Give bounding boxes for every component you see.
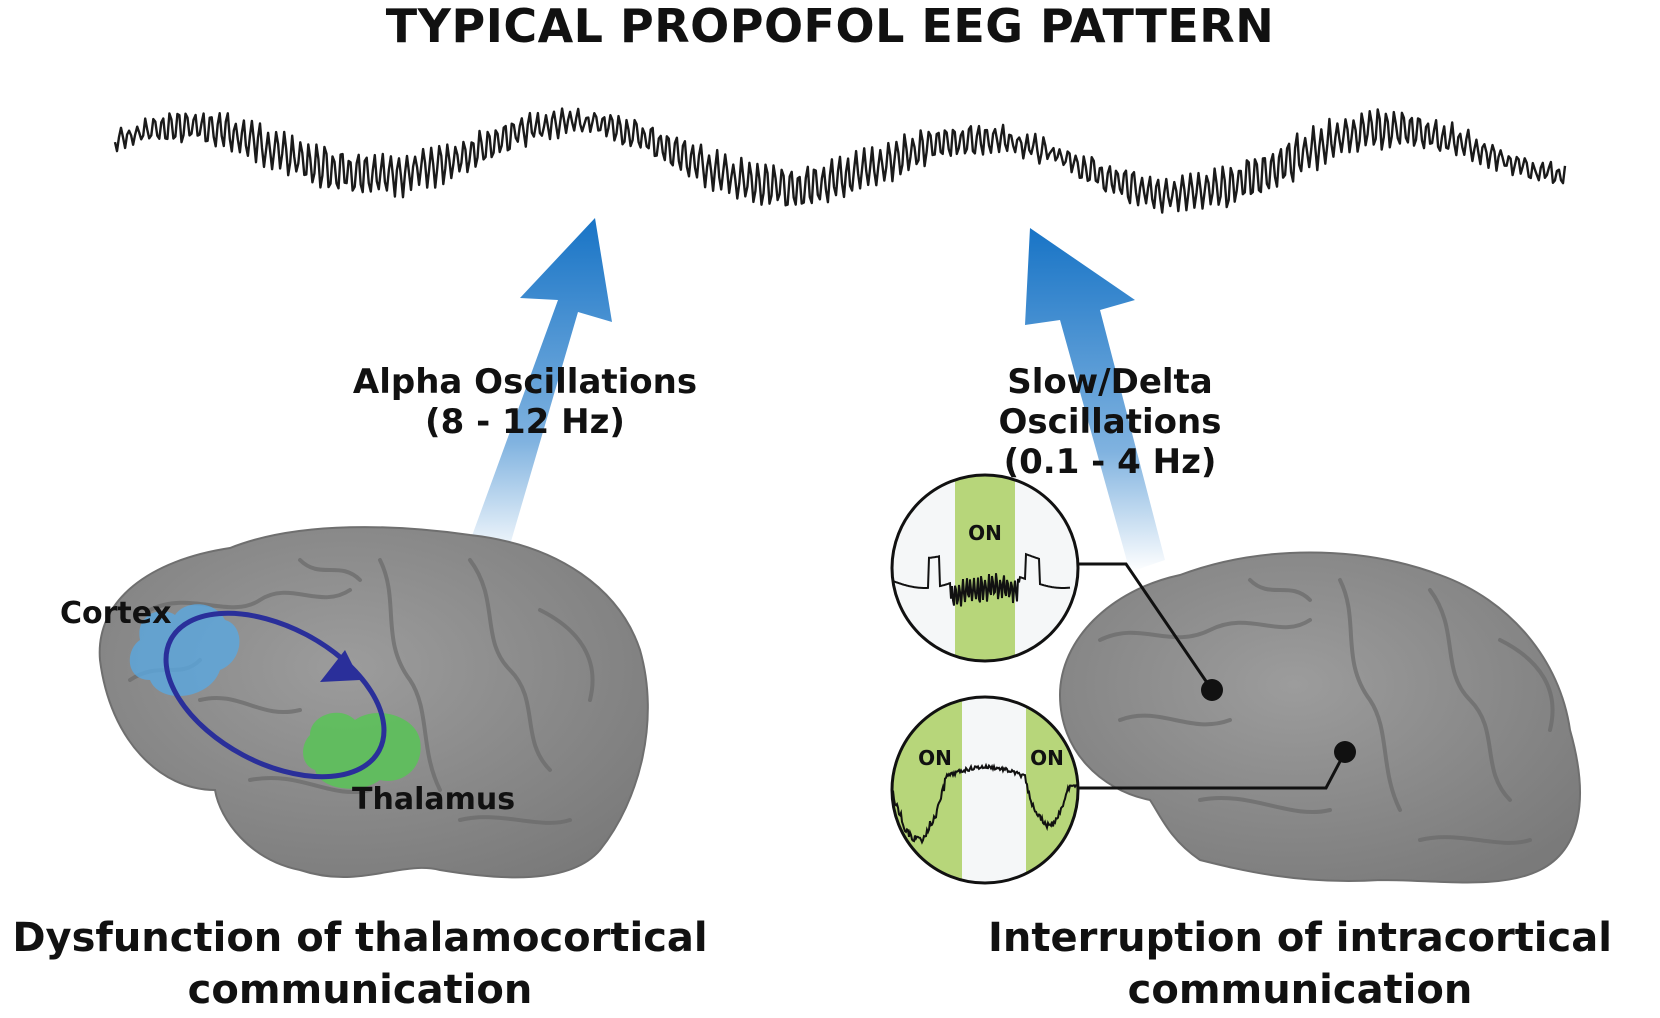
recording-site-top	[1201, 679, 1223, 701]
left-caption: Dysfunction of thalamocortical communica…	[0, 912, 720, 1016]
slow-delta-arrow	[1025, 228, 1165, 572]
right-caption: Interruption of intracortical communicat…	[960, 912, 1640, 1016]
alpha-label-line1: Alpha Oscillations	[352, 362, 698, 402]
recording-site-bottom	[1334, 741, 1356, 763]
right-brain	[1058, 551, 1581, 884]
thalamus-region	[303, 712, 421, 789]
alpha-label-line2: (8 - 12 Hz)	[425, 402, 625, 442]
eeg-trace	[113, 107, 1567, 214]
left-brain	[98, 526, 649, 879]
slow-delta-label-line2: (0.1 - 4 Hz)	[1003, 442, 1217, 482]
slow-delta-label-line1: Slow/Delta Oscillations	[998, 362, 1222, 442]
on-label-top: ON	[968, 521, 1002, 545]
figure-title: TYPICAL PROPOFOL EEG PATTERN	[385, 0, 1275, 53]
slow-delta-label: Slow/Delta Oscillations (0.1 - 4 Hz)	[890, 362, 1330, 482]
left-caption-line2: communication	[187, 967, 533, 1013]
cortex-label: Cortex	[60, 596, 172, 631]
inset-on-period-double: ON ON	[890, 695, 1080, 885]
inset-on-period-single: ON	[890, 473, 1080, 663]
left-caption-line1: Dysfunction of thalamocortical	[12, 915, 708, 961]
alpha-arrow	[465, 218, 612, 562]
on-label-bottom-right: ON	[1030, 746, 1064, 770]
connector-bottom	[1078, 751, 1347, 790]
thalamocortical-loop	[163, 610, 387, 780]
right-caption-line1: Interruption of intracortical	[988, 915, 1612, 961]
alpha-label: Alpha Oscillations (8 - 12 Hz)	[345, 362, 705, 442]
on-label-bottom-left: ON	[918, 746, 952, 770]
connector-top	[1078, 562, 1214, 691]
cortex-region	[129, 604, 240, 697]
right-caption-line2: communication	[1127, 967, 1473, 1013]
thalamus-label: Thalamus	[352, 782, 516, 817]
loop-arrowhead	[320, 650, 360, 682]
